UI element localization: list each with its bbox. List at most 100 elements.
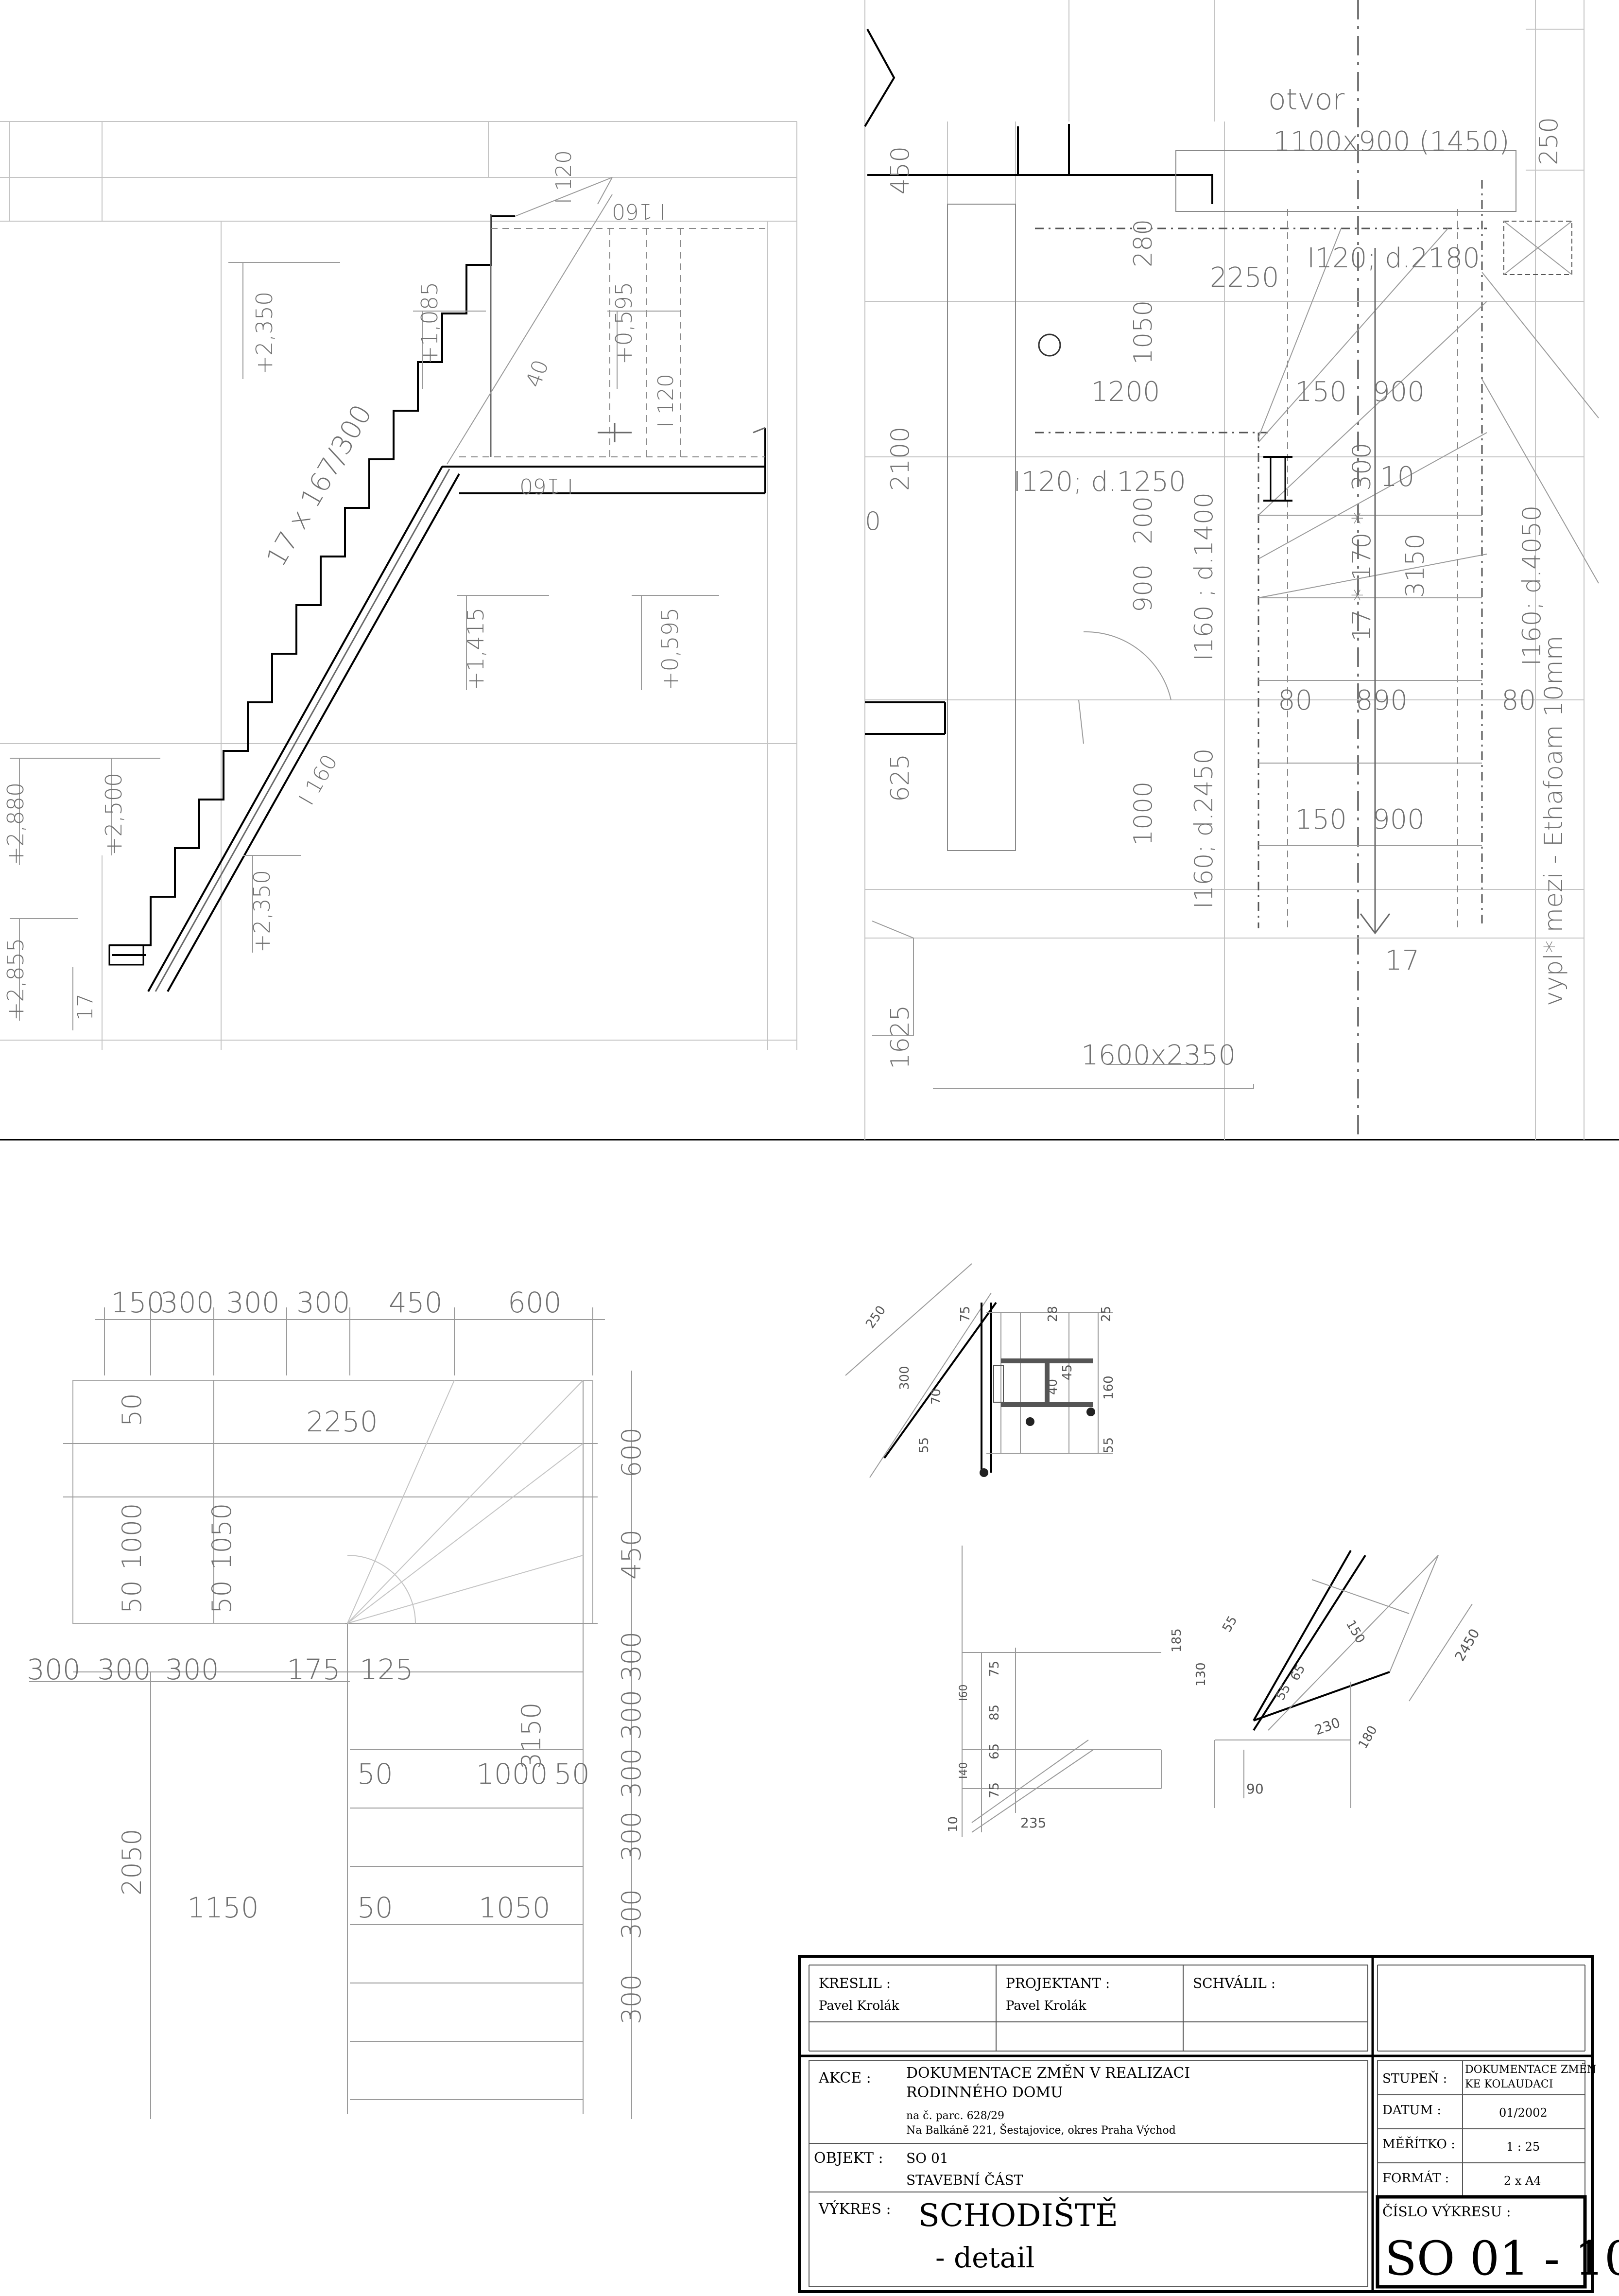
kreslil-label: KRESLIL : <box>819 1975 891 1991</box>
d1-75: 75 <box>958 1306 973 1322</box>
format-value: 2 x A4 <box>1504 2174 1541 2188</box>
meritko-value: 1 : 25 <box>1506 2140 1540 2154</box>
lp-row1-50a: 50 <box>357 1757 393 1791</box>
d2-10: 10 <box>946 1816 961 1832</box>
lp-mid-125: 125 <box>360 1653 413 1686</box>
dim-2100: 2100 <box>886 427 915 491</box>
dim-280: 280 <box>1129 219 1158 267</box>
dim-2250: 2250 <box>1210 262 1279 294</box>
d2-i40: I40 <box>958 1762 970 1779</box>
d2-230: 230 <box>1312 1714 1343 1738</box>
lp-right-450: 450 <box>616 1530 647 1580</box>
lp-mid-175: 175 <box>287 1653 341 1686</box>
akce-line2: RODINNÉHO DOMU <box>906 2084 1063 2101</box>
d2-75a: 75 <box>987 1661 1002 1677</box>
stair-section-view: +2,350 +1,085 +0,595 +1,415 +0,595 +2,88… <box>0 121 797 1050</box>
layout-plan-view: 150 300 300 300 450 600 2250 50 50 1000 … <box>27 1286 647 2119</box>
akce-line3: na č. parc. 628/29 <box>906 2110 1004 2122</box>
d2-185: 185 <box>1170 1628 1184 1652</box>
lp-right-300b: 300 <box>616 1690 647 1740</box>
dim-625: 625 <box>886 754 915 802</box>
floor-label: 17 <box>73 993 98 1021</box>
lp-mid-300a: 300 <box>27 1653 81 1686</box>
lp-left-50a: 50 <box>117 1393 147 1426</box>
dim-1625: 1625 <box>886 1005 915 1069</box>
objekt-label: OBJEKT : <box>814 2150 883 2167</box>
level-2855: +2,855 <box>2 938 29 1021</box>
cislo-label: ČÍSLO VÝKRESU : <box>1382 2203 1511 2220</box>
format-label: FORMÁT : <box>1382 2170 1449 2186</box>
beam-label-i160-stringer: I 160 <box>294 750 343 810</box>
d1-55a: 55 <box>917 1437 931 1453</box>
d2-55b: 55 <box>1273 1682 1294 1703</box>
lp-row2-50: 50 <box>357 1891 393 1924</box>
lp-row1-1000: 1000 <box>476 1757 548 1791</box>
title-block: KRESLIL : Pavel Krolák PROJEKTANT : Pave… <box>798 1955 1619 2293</box>
dim-890: 890 <box>1356 685 1408 716</box>
d1-300: 300 <box>897 1366 912 1390</box>
objekt-line2: STAVEBNÍ ČÁST <box>906 2172 1023 2188</box>
beam-label-i160-mid: I 160 <box>519 473 573 498</box>
datum-label: DATUM : <box>1382 2103 1441 2118</box>
d2-65: 65 <box>987 1743 1002 1759</box>
stair-step-label: 17 x 167/300 <box>260 400 379 572</box>
opening-size: 1100x900 (1450) <box>1273 126 1510 157</box>
dim-3150: 3150 <box>1401 534 1430 598</box>
datum-value: 01/2002 <box>1499 2106 1548 2120</box>
level-2350-top: +2,350 <box>251 292 277 374</box>
lp-top-300b: 300 <box>226 1286 280 1319</box>
angle-label: 40 <box>521 357 553 391</box>
projektant-label: PROJEKTANT : <box>1006 1975 1110 1991</box>
level-2500: +2,500 <box>101 773 127 855</box>
lp-left-1050: 1050 <box>207 1503 237 1570</box>
lp-2250: 2250 <box>306 1405 378 1438</box>
d2-i60: I60 <box>958 1685 970 1701</box>
dim-200: 200 <box>1129 496 1158 544</box>
lp-left-50b: 50 <box>117 1580 147 1614</box>
dim-300: 300 <box>1347 443 1377 491</box>
lp-right-300e: 300 <box>616 1889 647 1939</box>
dim-900c: 900 <box>1373 804 1425 835</box>
opening-label: otvor <box>1268 83 1344 117</box>
d1-28: 28 <box>1046 1306 1060 1322</box>
lp-top-450: 450 <box>389 1286 443 1319</box>
d2-150: 150 <box>1343 1618 1368 1646</box>
schvalil-label: SCHVÁLIL : <box>1193 1975 1275 1991</box>
lp-row1-50b: 50 <box>554 1757 590 1791</box>
lp-3150: 3150 <box>516 1703 547 1769</box>
level-2880: +2,880 <box>2 783 29 865</box>
dim-1600x2350: 1600x2350 <box>1081 1040 1236 1071</box>
dim-10: 10 <box>1380 461 1414 493</box>
detail-step-connection: 75 85 65 75 10 235 185 130 55 150 65 55 … <box>946 1546 1483 1837</box>
objekt-line1: SO 01 <box>906 2150 948 2166</box>
lp-right-300a: 300 <box>616 1632 647 1682</box>
sheet-frame <box>0 0 1619 1141</box>
dim-80a: 80 <box>1278 685 1312 716</box>
lp-mid-300c: 300 <box>165 1653 219 1686</box>
d2-180: 180 <box>1356 1723 1380 1752</box>
level-0595-top: +0,595 <box>611 282 637 365</box>
beam-label-i120-mid: I 120 <box>654 374 678 428</box>
stupen-value1: DOKUMENTACE ZMĚN <box>1465 2063 1596 2076</box>
beam-i160-1400: I160 ; d.1400 <box>1189 492 1219 661</box>
projektant-name: Pavel Krolák <box>1006 1999 1086 2013</box>
d2-65b: 65 <box>1288 1662 1309 1684</box>
lp-mid-300b: 300 <box>97 1653 151 1686</box>
d2-235: 235 <box>1020 1815 1046 1831</box>
beam-i160-4050: I160; d.4050 <box>1517 505 1547 666</box>
lp-top-300c: 300 <box>296 1286 350 1319</box>
lp-1150: 1150 <box>187 1891 259 1924</box>
level-2350: +2,350 <box>249 870 275 953</box>
lp-right-300c: 300 <box>616 1748 647 1798</box>
beam-i160-2450: I160; d.2450 <box>1189 748 1219 909</box>
lp-row2-1050: 1050 <box>479 1891 551 1924</box>
dim-900a: 900 <box>1373 376 1425 408</box>
lp-2050: 2050 <box>117 1829 147 1896</box>
vykres-line2: - detail <box>935 2241 1034 2274</box>
lp-top-600: 600 <box>508 1286 562 1319</box>
vykres-label: VÝKRES : <box>818 2200 891 2218</box>
lp-right-600: 600 <box>616 1427 647 1478</box>
dim-17x170: 17 * 170 * <box>1347 512 1377 642</box>
akce-line4: Na Balkáně 221, Šestajovice, okres Praha… <box>906 2123 1176 2137</box>
